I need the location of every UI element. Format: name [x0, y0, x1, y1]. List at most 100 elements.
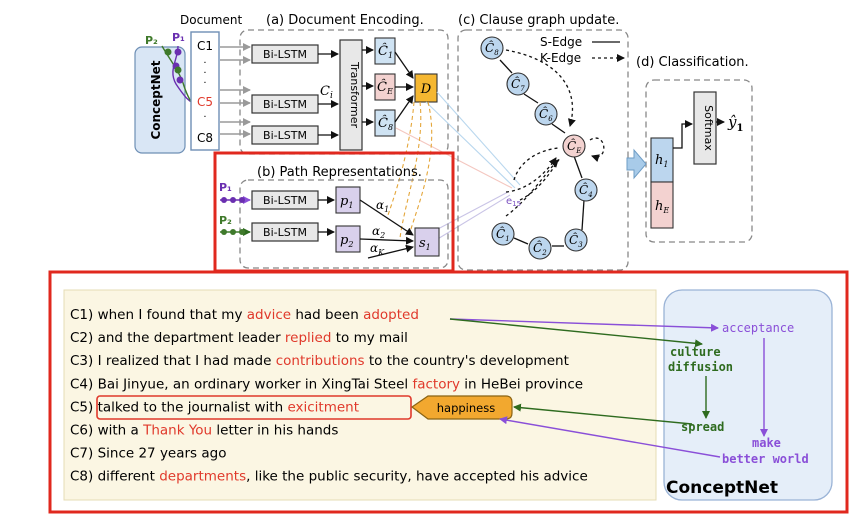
graph-node-label-1: Ĉ1 [496, 225, 510, 243]
path-vector-p2: p2 [335, 225, 361, 253]
clause-text: C1) when I found that my [70, 307, 247, 323]
path-p1-label: P₁ [172, 31, 185, 44]
clause-line-6: C6) with a Thank You letter in his hands [70, 423, 338, 439]
clause-line-7: C7) Since 27 years ago [70, 446, 226, 462]
clause-c1-id: C1 [197, 39, 213, 53]
clause-c5-box [96, 395, 412, 420]
conceptnet-vertical-label: ConceptNet [149, 60, 163, 139]
graph-node-label-2: Ĉ2 [533, 239, 547, 257]
transformer-to-clause-arrows [362, 46, 374, 126]
path-summary-s1: s1 [414, 227, 440, 257]
path-node [164, 48, 172, 56]
document-box [190, 31, 220, 151]
conceptnet-panel [663, 289, 833, 501]
h1-symbol: h1 [655, 153, 668, 169]
clause-text: C5) [70, 399, 98, 415]
emotion-keyword: advice [247, 307, 291, 323]
ce-symbol: ĈE [377, 78, 393, 96]
ellipsis: · [203, 78, 206, 89]
graph-node-6 [534, 102, 558, 126]
graph-node-1 [491, 222, 515, 246]
clause-to-d-arrows [394, 51, 414, 123]
clause-line-3: C3) I realized that I had made contribut… [70, 353, 569, 369]
s1-symbol: s1 [419, 236, 431, 252]
panel-b-box [239, 179, 449, 269]
clause-list: C1) when I found that my advice had been… [70, 307, 588, 485]
path-p2-input-label: P₂ [219, 214, 232, 227]
path-node [174, 48, 182, 56]
clause-text: C3) I realized that I had made [70, 353, 276, 369]
path-p1-input [220, 196, 251, 204]
clause-text: C2) and the department leader [70, 330, 285, 346]
path-vector-p1: p1 [335, 186, 361, 214]
ci-symbol: C [320, 84, 330, 99]
concept-acceptance: acceptance [722, 321, 794, 335]
bilstm-block-1: Bi-LSTM [251, 44, 319, 64]
clause-text: had been [291, 307, 363, 323]
path-p1-input-label: P₁ [219, 181, 232, 194]
encoder-arrows [220, 43, 251, 138]
bilstm-block-p2: Bi-LSTM [251, 222, 319, 242]
emotion-keyword: adopted [363, 307, 419, 323]
bilstm-block-2: Bi-LSTM [251, 94, 319, 114]
concept-spread: spread [681, 420, 724, 434]
graph-node-8 [480, 36, 504, 60]
conceptnet-title: ConceptNet [666, 478, 778, 498]
emotion-keyword: departments [159, 469, 246, 485]
clause-text: to my mail [331, 330, 408, 346]
clause-text: to the country's development [365, 353, 569, 369]
graph-node-label-6: Ĉ6 [539, 105, 553, 123]
panel-c-title: (c) Clause graph update. [458, 13, 619, 28]
clause-text: letter in his hands [212, 423, 338, 439]
clause-vector-c1: Ĉ1 [374, 37, 396, 65]
path-node [176, 76, 184, 84]
example-frame [48, 270, 849, 514]
bilstm-to-transformer-arrows [318, 50, 339, 139]
d-symbol: D [420, 82, 432, 97]
e15-label: e15 [506, 196, 521, 208]
bilstm-block-p1: Bi-LSTM [251, 190, 319, 210]
softmax-label: Softmax [702, 105, 715, 151]
c1-symbol: Ĉ1 [378, 42, 393, 60]
graph-node-label-3: Ĉ3 [569, 231, 583, 249]
clause-line-2: C2) and the department leader replied to… [70, 330, 408, 346]
ellipsis: · [203, 112, 206, 123]
clause-line-5: C5) talked to the journalist with exicit… [70, 399, 359, 415]
clauses-panel [63, 289, 657, 501]
ellipsis: · [203, 68, 206, 79]
clause-line-1: C1) when I found that my advice had been… [70, 307, 419, 323]
ellipsis: · [203, 58, 206, 69]
clause-vector-ce: ĈE [374, 73, 396, 101]
document-vector-d: D [414, 73, 438, 103]
graph-edges [499, 49, 605, 247]
graph-to-classifier-arrow [626, 148, 647, 180]
emotion-keyword: exicitment [287, 399, 359, 415]
bilstm-label: Bi-LSTM [263, 226, 307, 239]
p1-symbol: p1 [340, 194, 353, 210]
panel-a-title: (a) Document Encoding. [266, 13, 424, 28]
concept-make: make [752, 436, 781, 450]
hidden-h1: h1 [650, 137, 674, 183]
clause-c5-id: C5 [197, 95, 213, 109]
bilstm-label: Bi-LSTM [263, 194, 307, 207]
alpha-1: α1 [376, 198, 389, 214]
alpha-k: αK [370, 241, 385, 257]
clause-text: C8) different [70, 469, 159, 485]
bilstm-to-path-arrows [318, 196, 335, 236]
path-to-s1-arrows [359, 199, 414, 259]
transformer-block: Transformer [339, 39, 363, 151]
clause-c8-id: C8 [197, 131, 213, 145]
graph-node-label-4: Ĉ4 [579, 181, 593, 199]
concept-diffusion: diffusion [668, 360, 733, 374]
panel-b-title: (b) Path Representations. [257, 165, 422, 180]
emotion-keyword: factory [412, 376, 460, 392]
graph-node-label-7: Ĉ7 [511, 75, 525, 93]
clause-text: C7) Since 27 years ago [70, 446, 226, 462]
emotion-keyword: replied [285, 330, 332, 346]
panel-d-box [645, 79, 753, 243]
clause-line-4: C4) Bai Jinyue, an ordinary worker in Xi… [70, 376, 583, 392]
panel-c-box [457, 29, 629, 271]
concept-better-world: better world [722, 452, 809, 466]
concept-path-arrows [449, 318, 768, 458]
